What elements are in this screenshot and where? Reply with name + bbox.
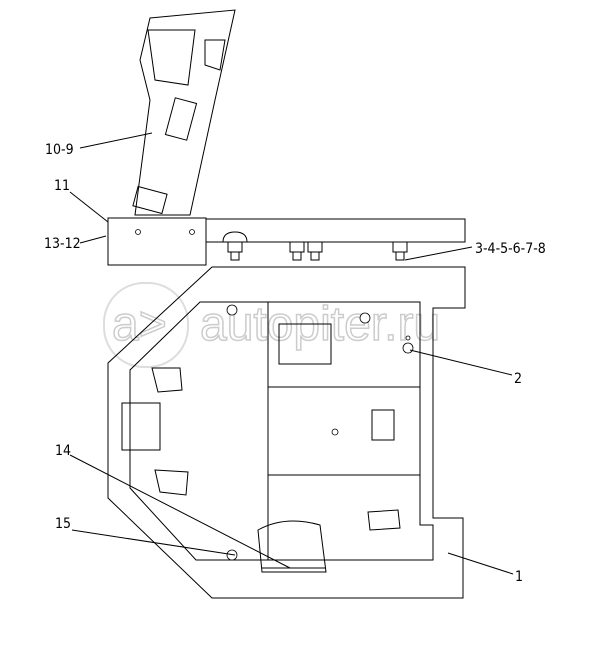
- callout-10-9: 10-9: [45, 142, 74, 158]
- mount-bolts: [222, 231, 408, 261]
- watermark-logo: a>: [112, 298, 167, 351]
- watermark: a> autopiter.ru: [103, 282, 441, 368]
- callout-15: 15: [55, 516, 71, 532]
- leader-lines: [69, 132, 514, 575]
- callout-11: 11: [54, 178, 70, 194]
- callout-14: 14: [55, 443, 71, 459]
- console-box: [107, 217, 466, 266]
- callout-1: 1: [515, 569, 523, 585]
- armrest-assembly: [132, 9, 236, 216]
- callout-3-4-5-6-7-8: 3-4-5-6-7-8: [475, 241, 546, 257]
- callout-2: 2: [514, 371, 522, 387]
- base-plate: [107, 266, 466, 599]
- callout-13-12: 13-12: [44, 236, 81, 252]
